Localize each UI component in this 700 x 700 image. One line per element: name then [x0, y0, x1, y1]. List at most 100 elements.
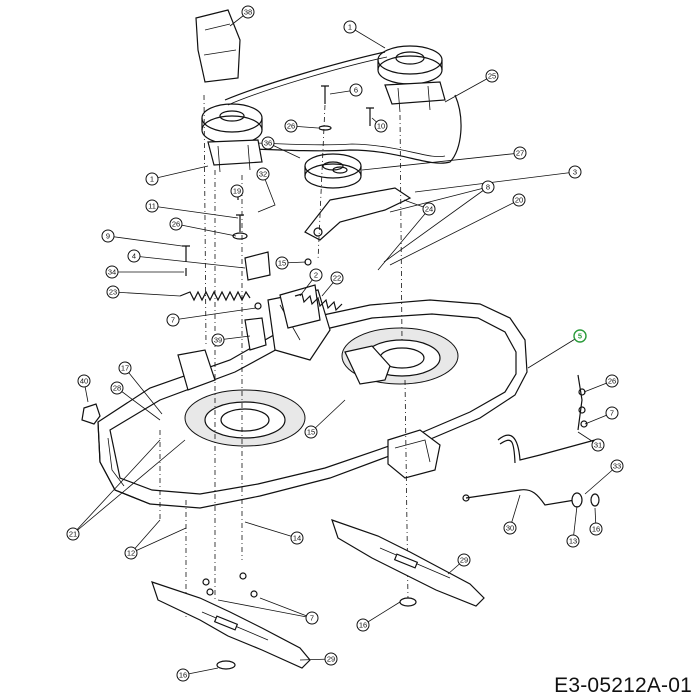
svg-text:29: 29	[327, 655, 335, 664]
callout-17: 17	[118, 361, 132, 375]
callout-30: 30	[503, 521, 517, 535]
callout-22: 22	[330, 271, 344, 285]
callout-38: 38	[241, 5, 255, 19]
callout-33: 33	[610, 459, 624, 473]
callout-11: 11	[145, 199, 159, 213]
callout-31: 31	[591, 438, 605, 452]
deck-spring	[294, 293, 343, 312]
callout-19: 19	[230, 184, 244, 198]
callout-8: 8	[481, 180, 495, 194]
svg-text:23: 23	[109, 288, 117, 297]
callouts: 1 1 2 3 4 5 6 7 7 7 8 9 10 11 12 13 14 1…	[66, 5, 624, 682]
svg-text:7: 7	[171, 316, 175, 325]
callout-15-deck: 15	[304, 425, 318, 439]
svg-text:16: 16	[592, 525, 600, 534]
svg-text:7: 7	[610, 409, 614, 418]
deflector-bracket	[81, 403, 101, 425]
callout-15-top: 15	[275, 256, 289, 270]
svg-text:11: 11	[148, 202, 156, 211]
svg-text:6: 6	[354, 86, 358, 95]
svg-text:14: 14	[293, 534, 301, 543]
svg-text:5: 5	[578, 332, 582, 341]
blade-right	[331, 519, 485, 607]
svg-text:20: 20	[515, 196, 523, 205]
mower-deck-housing	[97, 289, 528, 509]
svg-text:3: 3	[573, 168, 577, 177]
svg-text:12: 12	[127, 549, 135, 558]
drawing-code: E3-05212A-01	[554, 674, 692, 697]
callout-36: 36	[261, 136, 275, 150]
blade-left	[151, 581, 311, 669]
callout-5-deck: 5	[573, 329, 587, 343]
callout-6: 6	[349, 83, 363, 97]
svg-text:7: 7	[310, 614, 314, 623]
svg-text:16: 16	[179, 671, 187, 680]
belt-guard	[195, 9, 241, 83]
callout-26-right: 26	[605, 374, 619, 388]
svg-text:24: 24	[425, 205, 433, 214]
callout-7-bottom: 7	[305, 611, 319, 625]
callout-14: 14	[290, 531, 304, 545]
svg-text:19: 19	[233, 187, 241, 196]
callout-2: 2	[309, 268, 323, 282]
callout-9: 9	[101, 229, 115, 243]
callout-23: 23	[106, 285, 120, 299]
svg-text:4: 4	[132, 252, 136, 261]
svg-text:15: 15	[278, 259, 286, 268]
callout-39: 39	[211, 333, 225, 347]
pulley-right	[377, 45, 446, 113]
callout-16-bottom: 16	[176, 668, 190, 682]
svg-text:17: 17	[121, 364, 129, 373]
svg-text:28: 28	[113, 384, 121, 393]
height-adjust-rods	[462, 374, 600, 508]
svg-text:26: 26	[608, 377, 616, 386]
svg-text:29: 29	[460, 556, 468, 565]
callout-24: 24	[422, 202, 436, 216]
svg-text:9: 9	[106, 232, 110, 241]
callout-20: 20	[512, 193, 526, 207]
svg-text:26: 26	[172, 220, 180, 229]
svg-text:8: 8	[486, 183, 490, 192]
tension-spring	[179, 290, 251, 302]
callout-29-left: 29	[324, 652, 338, 666]
callout-40: 40	[77, 374, 91, 388]
idler-arm	[304, 187, 412, 241]
svg-text:1: 1	[150, 175, 154, 184]
pulley-left	[201, 103, 263, 173]
callout-3: 3	[568, 165, 582, 179]
bolts	[182, 85, 374, 310]
svg-text:36: 36	[264, 139, 272, 148]
callout-26-top: 26	[284, 119, 298, 133]
callout-1-pulley-left: 1	[145, 172, 159, 186]
callout-29-right: 29	[457, 553, 471, 567]
svg-text:30: 30	[506, 524, 514, 533]
svg-text:40: 40	[80, 377, 88, 386]
svg-text:22: 22	[333, 274, 341, 283]
svg-text:33: 33	[613, 462, 621, 471]
svg-text:13: 13	[569, 537, 577, 546]
callout-16-mid: 16	[356, 618, 370, 632]
svg-text:34: 34	[108, 268, 116, 277]
callout-12: 12	[124, 546, 138, 560]
svg-text:27: 27	[516, 149, 524, 158]
callout-7-left: 7	[166, 313, 180, 327]
callout-25: 25	[485, 69, 499, 83]
svg-text:16: 16	[359, 621, 367, 630]
callout-32: 32	[256, 167, 270, 181]
svg-text:15: 15	[307, 428, 315, 437]
callout-13: 13	[566, 534, 580, 548]
svg-text:1: 1	[348, 23, 352, 32]
callout-26-left: 26	[169, 217, 183, 231]
callout-28: 28	[110, 381, 124, 395]
callout-16-right: 16	[589, 522, 603, 536]
callout-27: 27	[513, 146, 527, 160]
svg-text:31: 31	[594, 441, 602, 450]
svg-text:2: 2	[314, 271, 318, 280]
callout-7-right: 7	[605, 406, 619, 420]
svg-text:21: 21	[69, 530, 77, 539]
callout-34: 34	[105, 265, 119, 279]
svg-text:25: 25	[488, 72, 496, 81]
svg-text:10: 10	[377, 122, 385, 131]
